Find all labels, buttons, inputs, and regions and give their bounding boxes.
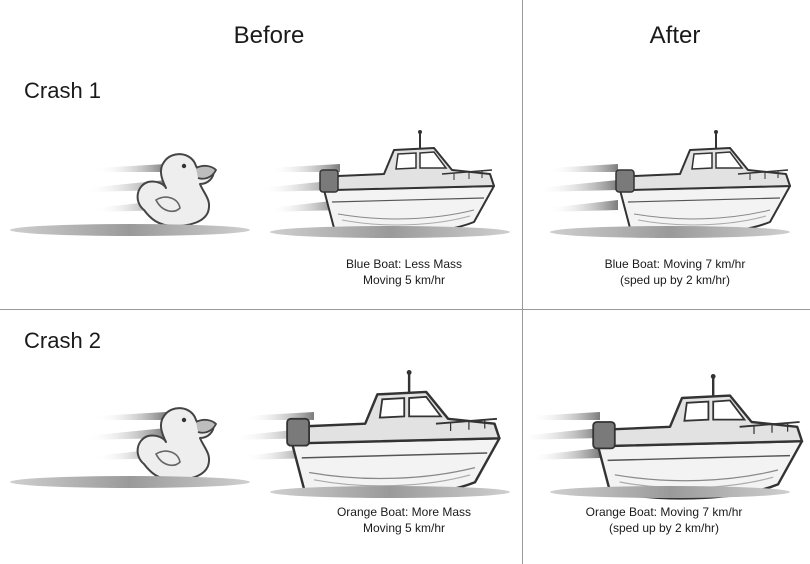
boat-icon-blue-before (319, 129, 495, 235)
crash-2-before-caption: Orange Boat: More Mass Moving 5 km/hr (274, 504, 534, 536)
caption-line: Orange Boat: More Mass (336, 505, 472, 519)
crash-1-before-caption: Blue Boat: Less Mass Moving 5 km/hr (274, 256, 534, 288)
water-icon-6 (550, 486, 790, 498)
caption-line: Blue Boat: Moving 7 km/hr (604, 257, 746, 271)
boat-speed-lines-after-2 (520, 412, 600, 460)
vertical-divider (522, 0, 523, 564)
crash-2-after-caption: Orange Boat: Moving 7 km/hr (sped up by … (534, 504, 794, 536)
boat-icon-blue-after (615, 129, 791, 235)
water-icon-2 (270, 226, 510, 238)
boat-speed-lines-after-1 (538, 164, 618, 212)
water-icon-5 (270, 486, 510, 498)
boat-icon-orange-before (285, 368, 501, 498)
boat-icon-orange-after (592, 372, 804, 500)
crash-1-after-caption: Blue Boat: Moving 7 km/hr (sped up by 2 … (545, 256, 805, 288)
before-heading: Before (233, 22, 305, 49)
caption-line: Blue Boat: Less Mass (345, 257, 463, 271)
crash-1-title: Crash 1 (24, 78, 102, 103)
water-icon-4 (10, 476, 250, 488)
caption-line: Moving 5 km/hr (362, 521, 446, 535)
after-heading: After (649, 22, 701, 49)
caption-line: (sped up by 2 km/hr) (608, 521, 720, 535)
water-icon-3 (550, 226, 790, 238)
water-icon-1 (10, 224, 250, 236)
duck-icon-1 (136, 153, 217, 227)
caption-line: Orange Boat: Moving 7 km/hr (585, 505, 743, 519)
horizontal-divider (0, 309, 810, 310)
caption-line: (sped up by 2 km/hr) (619, 273, 731, 287)
caption-line: Moving 5 km/hr (362, 273, 446, 287)
crash-2-title: Crash 2 (24, 328, 102, 353)
